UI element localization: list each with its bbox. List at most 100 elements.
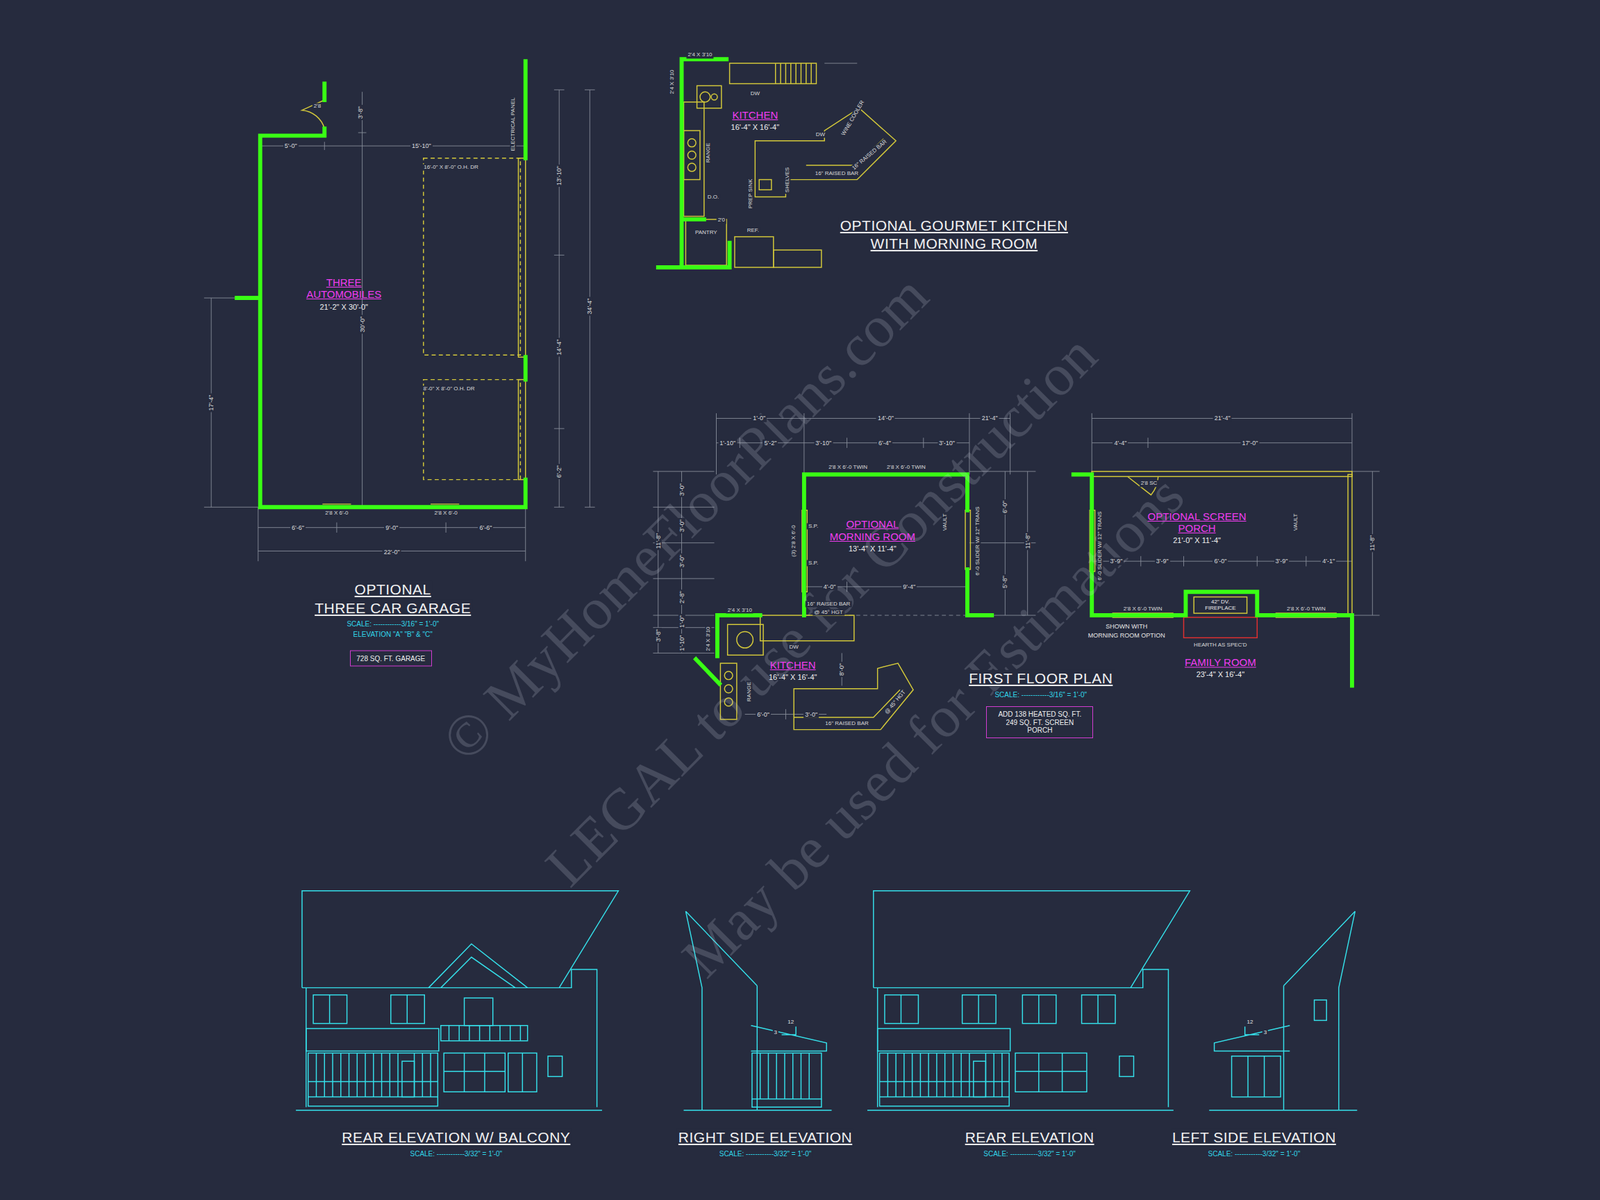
label-text: 3'-9" <box>1109 557 1125 565</box>
label-text: RIGHT SIDE ELEVATION <box>677 1129 854 1146</box>
dimension-label: 12 <box>1245 1019 1255 1026</box>
label-text: DW <box>814 131 827 138</box>
dimension-label: 12 <box>786 1019 796 1026</box>
label-text: MORNING ROOM OPTION <box>1086 631 1167 639</box>
label-text: 3'-9" <box>1154 557 1171 565</box>
dimension-label: 11'-8" <box>1368 534 1376 553</box>
room-label: THREE AUTOMOBILES21'-2" X 30'-0" <box>288 274 400 314</box>
dimension-label: SCALE: ------------3/32" = 1'-0" <box>1206 1150 1303 1159</box>
dimension-label: ELECTRICAL PANEL <box>510 96 517 153</box>
label-text: 6'-0 SLIDER W/ 12" TRANS <box>1096 509 1103 582</box>
dimension-label: 3'-9" <box>1109 557 1125 565</box>
label-text: 17'-0" <box>1240 439 1260 447</box>
label-text: LEFT SIDE ELEVATION <box>1170 1129 1338 1146</box>
label-text: 4'-1" <box>1320 557 1337 565</box>
dimension-label: 14'-4" <box>555 337 563 357</box>
room-name: KITCHEN <box>731 109 778 121</box>
label-text: 11'-8" <box>1024 531 1032 550</box>
label-text: 5'-2" <box>762 439 778 447</box>
label-text: @ 45° HGT <box>812 609 845 616</box>
label-text: ELECTRICAL PANEL <box>510 96 517 153</box>
dimension-label: 2'4 X 3'10 <box>704 625 712 653</box>
dimension-label: (3) 2'8 X 6'-0 <box>790 523 798 558</box>
dimension-label: 3'-0" <box>803 710 819 718</box>
label-text: 21'-4" <box>980 414 1000 422</box>
sheet-heading: OPTIONAL <box>353 581 433 598</box>
room-label: OPTIONAL MORNING ROOM13'-4" X 11'-4" <box>817 515 928 555</box>
dimension-label: 3'-8" <box>356 104 364 121</box>
label-text: 12 <box>1245 1019 1255 1026</box>
room-label: OPTIONAL SCREEN PORCH21'-0" X 11'-4" <box>1141 508 1253 548</box>
label-text: 2'8 X 6'-0 <box>323 510 350 517</box>
label-text: SCALE: ------------3/32" = 1'-0" <box>1206 1150 1303 1159</box>
sheet-heading: LEFT SIDE ELEVATION <box>1170 1129 1338 1146</box>
label-text: FIRST FLOOR PLAN <box>967 670 1114 687</box>
label-text: 6'-0" <box>755 710 771 718</box>
label-text: REAR ELEVATION <box>963 1129 1096 1146</box>
room-label: KITCHEN16'-4" X 16'-4" <box>727 106 783 134</box>
label-text: 6'-0 SLIDER W/ 12" TRANS <box>974 504 981 577</box>
label-text: 3'-8" <box>356 104 364 121</box>
label-text: 22'-0" <box>382 548 402 556</box>
dimension-label: 14'-0" <box>876 414 896 422</box>
dimension-label: 2'8 X 6'-0 TWIN <box>885 463 928 471</box>
label-text: 13'-10" <box>555 164 563 187</box>
room-size: 21'-2" X 30'-0" <box>319 302 369 312</box>
label-text: 4'-4" <box>1112 439 1128 447</box>
dimension-label: 13'-10" <box>555 164 563 187</box>
sheet-heading: REAR ELEVATION <box>963 1129 1096 1146</box>
dimension-label: FAMILY ROOM <box>1183 656 1258 669</box>
label-text: S.P. <box>806 560 820 567</box>
label-text: 9'-0" <box>384 524 400 532</box>
label-text: 1'-10" <box>718 439 737 447</box>
label-text: 2'4 X 3'10 <box>669 68 676 96</box>
dimension-label: MORNING ROOM OPTION <box>1086 631 1167 639</box>
label-text: OPTIONAL GOURMET KITCHEN <box>838 217 1070 235</box>
label-text: 1'-10" <box>677 633 685 653</box>
label-text: 2'8 X 6'-0 <box>432 510 459 517</box>
dimension-label: 17'-4" <box>207 393 215 413</box>
label-text: REF. <box>745 227 761 234</box>
label-text: 2'8 X 6'-0 TWIN <box>1285 606 1328 613</box>
dimension-label: SHOWN WITH <box>1104 622 1149 630</box>
dimension-label: 2'8 X 6'-0 TWIN <box>1122 606 1164 613</box>
dimension-label: 6'-0" <box>1212 557 1228 565</box>
label-text: 2'0 <box>716 217 727 224</box>
dimension-label: 30'-0" <box>358 315 366 335</box>
label-text: 30'-0" <box>358 315 366 335</box>
dimension-label: 17'-0" <box>1240 439 1260 447</box>
label-text: 6'-6" <box>477 524 494 532</box>
dimension-label: 2'4 X 3'10 <box>669 68 676 96</box>
dimension-label: 3 <box>772 1029 779 1036</box>
label-text: 12 <box>786 1019 796 1026</box>
label-text: OPTIONAL <box>353 581 433 598</box>
label-text: 2'-8" <box>677 589 685 605</box>
label-text: REAR ELEVATION W/ BALCONY <box>340 1129 572 1146</box>
dimension-label: SCALE: ------------3/16" = 1'-0" <box>345 620 441 630</box>
label-text: RANGE <box>745 680 753 703</box>
room-name: THREE AUTOMOBILES <box>291 276 396 301</box>
label-text: S.P. <box>806 523 820 530</box>
dimension-label: 5'-2" <box>762 439 778 447</box>
label-text: 2'8 X 6'-0 TWIN <box>827 463 869 471</box>
dimension-label: 23'-4" X 16'-4" <box>1195 670 1247 680</box>
dimension-label: REF. <box>745 227 761 234</box>
label-text: 2'4 X 3'10 <box>726 606 754 614</box>
label-text: 3'-0" <box>677 518 685 534</box>
label-text: 2'4 X 3'10 <box>704 625 712 653</box>
label-text: 34'-4" <box>586 296 594 316</box>
sheet-heading: THREE CAR GARAGE <box>313 600 473 617</box>
dimension-label: 3'-10" <box>813 439 833 447</box>
label-text: DW <box>788 643 800 650</box>
dimension-label: 4'-4" <box>1112 439 1128 447</box>
label-text: 1'-0" <box>751 414 767 422</box>
label-text: 11'-8" <box>1368 534 1376 553</box>
dimension-label: 4'-0" <box>822 583 838 591</box>
dimension-label: 2'8 X 6'-0 TWIN <box>827 463 869 471</box>
dimension-label: 3'-0" <box>677 481 685 498</box>
dimension-label: 2'8 SC <box>1139 480 1160 487</box>
dimension-label: 22'-0" <box>382 548 402 556</box>
dimension-label: 4'-1" <box>1320 557 1337 565</box>
dimension-label: PANTRY <box>693 229 719 236</box>
